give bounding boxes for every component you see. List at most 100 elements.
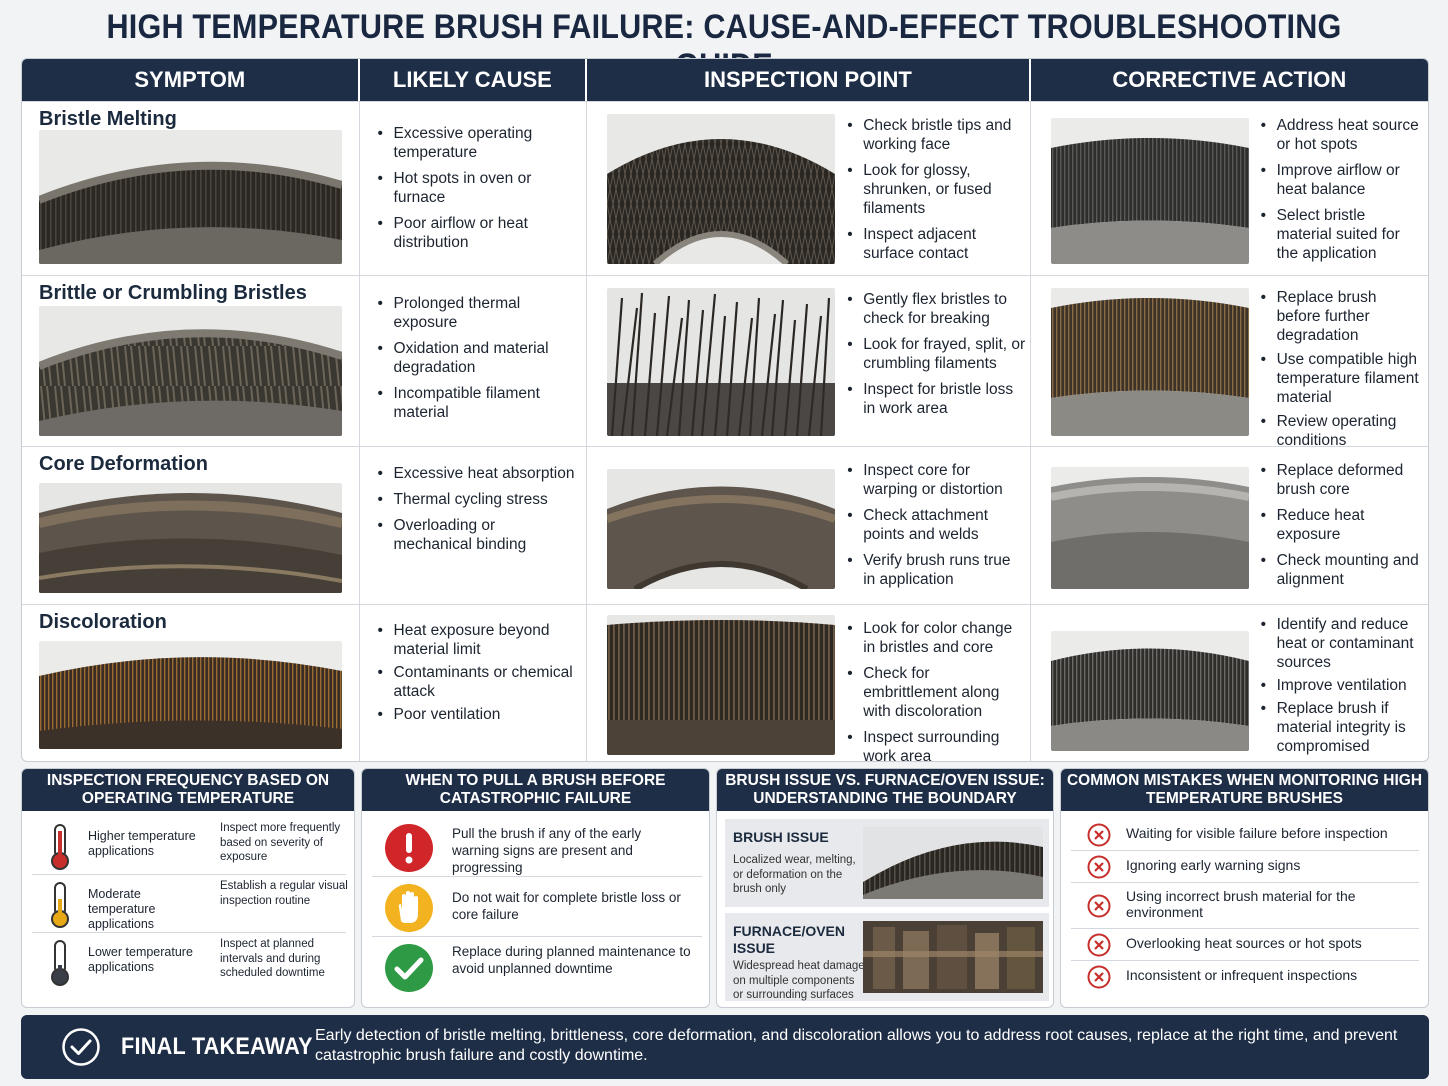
new-brush-photo — [1050, 118, 1249, 264]
cause-list: Excessive heat absorption Thermal cyclin… — [376, 464, 576, 561]
cause-item: Oxidation and material degradation — [376, 339, 576, 377]
header-likely-cause: LIKELY CAUSE — [360, 59, 588, 101]
takeaway-heading: FINAL TAKEAWAY — [121, 1033, 313, 1060]
clean-brush-photo — [1050, 631, 1249, 751]
symptom-cell: Core Deformation — [22, 447, 360, 604]
cause-list: Prolonged thermal exposure Oxidation and… — [376, 294, 576, 429]
cause-item: Excessive heat absorption — [376, 464, 576, 483]
table-row: Bristle Melting Excessive operating temp… — [22, 101, 1428, 275]
frequency-row: Moderate temperature applications Establ… — [32, 875, 348, 933]
inspection-item: Inspect core for warping or distortion — [845, 461, 1025, 499]
cause-cell: Prolonged thermal exposure Oxidation and… — [360, 276, 588, 446]
melted-bristles-closeup-photo — [607, 114, 836, 264]
pull-row: Do not wait for complete bristle loss or… — [372, 877, 702, 937]
x-circle-icon — [1087, 894, 1111, 918]
check-icon — [384, 943, 434, 993]
inspection-item: Verify brush runs true in application — [845, 551, 1025, 589]
action-list: Address heat source or hot spots Improve… — [1259, 116, 1425, 270]
inspection-cell: Inspect core for warping or distortion C… — [587, 447, 1031, 604]
inspection-item: Look for color change in bristles and co… — [845, 619, 1025, 657]
cause-cell: Heat exposure beyond material limit Cont… — [360, 605, 588, 761]
x-circle-icon — [1087, 933, 1111, 957]
header-inspection-point: INSPECTION POINT — [587, 59, 1031, 101]
page-title: HIGH TEMPERATURE BRUSH FAILURE: CAUSE-AN… — [106, 8, 1342, 85]
cause-list: Heat exposure beyond material limit Cont… — [376, 621, 576, 731]
mistake-text: Overlooking heat sources or hot spots — [1126, 935, 1362, 951]
pull-text: Pull the brush if any of the early warni… — [452, 826, 642, 875]
cause-item: Prolonged thermal exposure — [376, 294, 576, 332]
action-item: Replace deformed brush core — [1259, 461, 1425, 499]
inspection-item: Check bristle tips and working face — [845, 116, 1025, 154]
mistake-text: Using incorrect brush material for the e… — [1126, 888, 1356, 920]
pull-row: Replace during planned maintenance to av… — [372, 937, 702, 997]
mistake-text: Waiting for visible failure before inspe… — [1126, 825, 1388, 841]
cause-item: Contaminants or chemical attack — [376, 663, 576, 701]
symptom-cell: Brittle or Crumbling Bristles — [22, 276, 360, 446]
takeaway-text: Early detection of bristle melting, brit… — [315, 1027, 1398, 1064]
cause-item: Poor ventilation — [376, 705, 576, 724]
action-cell: Address heat source or hot spots Improve… — [1031, 102, 1428, 275]
inspection-item: Look for glossy, shrunken, or fused fila… — [845, 161, 1025, 218]
furnace-issue-desc: Widespread heat damage on multiple compo… — [733, 960, 865, 1001]
symptom-cell: Discoloration — [22, 605, 360, 761]
straight-core-photo — [1050, 467, 1249, 589]
action-item: Identify and reduce heat or contaminant … — [1259, 615, 1425, 672]
common-mistakes-panel: COMMON MISTAKES WHEN MONITORING HIGH TEM… — [1060, 768, 1429, 1008]
mistake-text: Inconsistent or infrequent inspections — [1126, 967, 1358, 983]
inspection-item: Check attachment points and welds — [845, 506, 1025, 544]
mistakes-heading: COMMON MISTAKES WHEN MONITORING HIGH TEM… — [1061, 769, 1428, 811]
pull-row: Pull the brush if any of the early warni… — [372, 817, 702, 877]
symptom-title: Bristle Melting — [39, 108, 177, 130]
discolored-bristles-photo — [607, 615, 836, 755]
inspection-list: Check bristle tips and working face Look… — [845, 116, 1025, 270]
mistake-item: Inconsistent or infrequent inspections — [1071, 961, 1419, 993]
action-item: Improve airflow or heat balance — [1259, 161, 1425, 199]
cause-item: Overloading or mechanical binding — [376, 516, 576, 554]
frequency-label: Lower temperature applications — [88, 945, 193, 974]
boundary-panel: BRUSH ISSUE VS. FURNACE/OVEN ISSUE: UNDE… — [716, 768, 1054, 1008]
pull-text: Do not wait for complete bristle loss or… — [452, 890, 681, 922]
inspection-item: Check for embrittlement along with disco… — [845, 664, 1025, 721]
frequency-label: Moderate temperature applications — [88, 887, 156, 931]
inspection-cell: Look for color change in bristles and co… — [587, 605, 1031, 761]
mistake-item: Overlooking heat sources or hot spots — [1071, 929, 1419, 961]
deformed-core-photo — [39, 483, 342, 593]
mistake-text: Ignoring early warning signs — [1126, 857, 1301, 873]
inspection-list: Look for color change in bristles and co… — [845, 619, 1025, 761]
symptom-title: Discoloration — [39, 611, 167, 633]
thermometer-high-icon — [44, 823, 76, 871]
inspection-frequency-panel: INSPECTION FREQUENCY BASED ON OPERATING … — [21, 768, 355, 1008]
thermometer-medium-icon — [44, 881, 76, 929]
final-takeaway-banner: FINAL TAKEAWAY Early detection of bristl… — [21, 1015, 1429, 1079]
mistake-item: Ignoring early warning signs — [1071, 851, 1419, 883]
frequency-label: Higher temperature applications — [88, 829, 196, 858]
table-row: Discoloration Heat exposure beyond mater… — [22, 604, 1428, 761]
brush-issue-title: BRUSH ISSUE — [733, 829, 829, 845]
table-row: Core Deformation Excessive heat absorpti… — [22, 446, 1428, 604]
brittle-brush-photo — [39, 306, 342, 436]
frequency-action: Inspect more frequently based on severit… — [220, 822, 341, 863]
furnace-issue-title: FURNACE/OVEN ISSUE — [733, 923, 846, 956]
cause-cell: Excessive heat absorption Thermal cyclin… — [360, 447, 588, 604]
mistake-item: Using incorrect brush material for the e… — [1071, 883, 1419, 929]
x-circle-icon — [1087, 823, 1111, 847]
frequency-action: Inspect at planned intervals and during … — [220, 938, 325, 979]
header-corrective-action: CORRECTIVE ACTION — [1112, 67, 1347, 92]
frayed-bristles-photo — [607, 288, 836, 436]
symptom-title: Core Deformation — [39, 453, 208, 475]
inspection-item: Look for frayed, split, or crumbling fil… — [845, 335, 1025, 373]
inspection-cell: Gently flex bristles to check for breaki… — [587, 276, 1031, 446]
cause-item: Hot spots in oven or furnace — [376, 169, 576, 207]
cause-item: Thermal cycling stress — [376, 490, 576, 509]
table-row: Brittle or Crumbling Bristles Prolonged … — [22, 275, 1428, 449]
furnace-issue-photo — [863, 921, 1043, 993]
action-item: Replace brush before further degradation — [1259, 288, 1425, 345]
mistake-item: Waiting for visible failure before inspe… — [1071, 819, 1419, 851]
check-circle-icon — [61, 1027, 101, 1067]
frequency-heading: INSPECTION FREQUENCY BASED ON OPERATING … — [22, 769, 354, 811]
action-list: Replace brush before further degradation… — [1259, 288, 1425, 457]
header-symptom: SYMPTOM — [22, 59, 360, 101]
symptom-title: Brittle or Crumbling Bristles — [39, 282, 307, 304]
when-to-pull-panel: WHEN TO PULL A BRUSH BEFORE CATASTROPHIC… — [361, 768, 710, 1008]
frequency-row: Lower temperature applications Inspect a… — [32, 933, 346, 995]
